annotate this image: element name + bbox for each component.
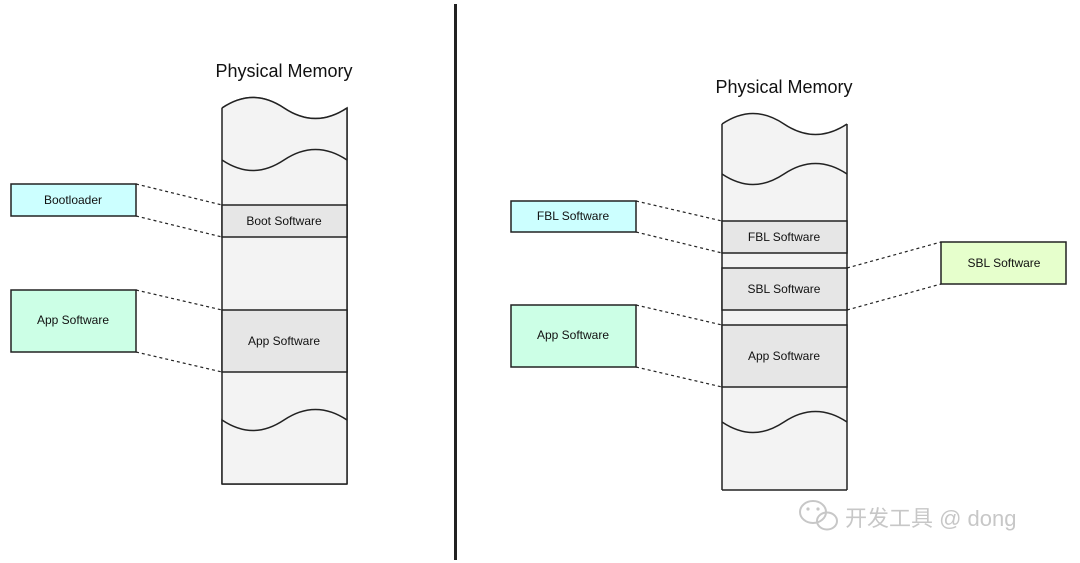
right-sbl-segment-label: SBL Software: [748, 282, 821, 296]
left-boot-segment-label: Boot Software: [246, 214, 322, 228]
watermark: 开发工具 @ dong: [799, 500, 1017, 531]
right-app-box: [510, 304, 637, 368]
left-app-segment-label: App Software: [248, 334, 320, 348]
watermark-text: 开发工具 @ dong: [845, 506, 1017, 531]
left-memory-upper-body: [222, 97, 347, 484]
left-app-box: [10, 289, 137, 353]
wechat-icon: [799, 500, 838, 531]
sbl-box: [940, 241, 1067, 285]
left-break-wave-1: [221, 148, 348, 172]
left-connector-app-top: [135, 289, 223, 311]
left-connector-app-bottom: [135, 351, 223, 373]
right-break-wave-1: [721, 162, 848, 186]
sbl-box-label: SBL Software: [968, 256, 1041, 270]
right-app-segment-label: App Software: [748, 349, 820, 363]
right-fbl-segment: [721, 220, 848, 254]
right-connector-fbl-bottom: [635, 231, 723, 254]
right-sbl-segment: [721, 267, 848, 311]
right-title: Physical Memory: [715, 77, 852, 97]
bootloader-box: [10, 183, 137, 217]
left-connector-boot-bottom: [135, 215, 223, 238]
right-connector-fbl-top: [635, 200, 723, 222]
right-top-wave: [721, 112, 848, 136]
fbl-box: [510, 200, 637, 233]
right-connector-sbl-bottom: [846, 283, 942, 311]
left-app-segment: [221, 309, 348, 373]
right-fbl-segment-label: FBL Software: [748, 230, 821, 244]
center-divider: [454, 4, 457, 560]
bootloader-box-label: Bootloader: [44, 193, 102, 207]
right-break-wave-2: [721, 410, 848, 434]
left-connector-boot-top: [135, 183, 223, 206]
right-diagram: Physical Memory FBL Software SBL Softwar…: [510, 77, 1067, 491]
left-boot-segment: [221, 204, 348, 238]
right-connector-sbl-top: [846, 241, 942, 269]
right-connector-app-top: [635, 304, 723, 326]
left-top-wave: [221, 96, 348, 120]
fbl-box-label: FBL Software: [537, 209, 610, 223]
left-diagram: Physical Memory Boot Software App Softwa…: [10, 61, 353, 485]
right-app-segment: [721, 324, 848, 388]
left-break-wave-2: [221, 408, 348, 432]
right-app-box-label: App Software: [537, 328, 609, 342]
left-title: Physical Memory: [215, 61, 352, 81]
right-connector-app-bottom: [635, 366, 723, 388]
left-app-box-label: App Software: [37, 313, 109, 327]
